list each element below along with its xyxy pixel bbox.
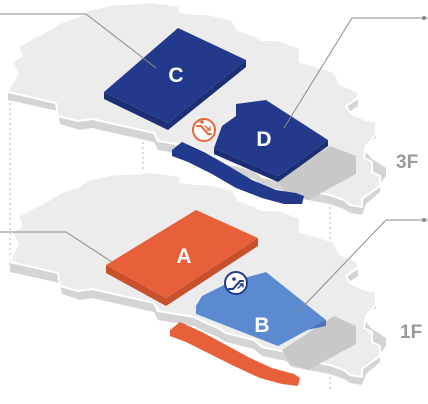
leader-line-c [0,13,157,69]
leader-line-a [0,231,113,263]
leader-dot-d [422,16,426,20]
leader-dot-b [422,218,426,222]
leader-lines [0,13,428,313]
zone-a[interactable] [106,210,258,298]
floor-3f-walkway [278,146,356,200]
zone-d[interactable] [214,100,328,176]
zone-c-label: C [168,64,183,87]
floor-1f: A B 1F [9,171,422,386]
leader-line-b [297,219,428,313]
zone-d-block [214,140,328,182]
zone-b-ramp [170,322,300,386]
floor-1f-label: 1F [400,322,422,343]
zone-a-label: A [176,245,191,268]
escalator-up-icon[interactable] [224,271,248,295]
zone-a-block [106,238,258,306]
floor-3f-label: 3F [396,152,418,173]
floor-1f-walkway [282,316,356,370]
zone-b-label: B [254,314,269,337]
leader-line-d [283,17,428,129]
zone-d-label: D [256,128,271,151]
zone-c[interactable] [104,28,246,123]
floor-3f: C D 3F [7,1,418,215]
escalator-down-icon[interactable] [192,118,216,142]
zone-c-block [104,60,246,130]
zone-d-ramp [172,142,304,204]
